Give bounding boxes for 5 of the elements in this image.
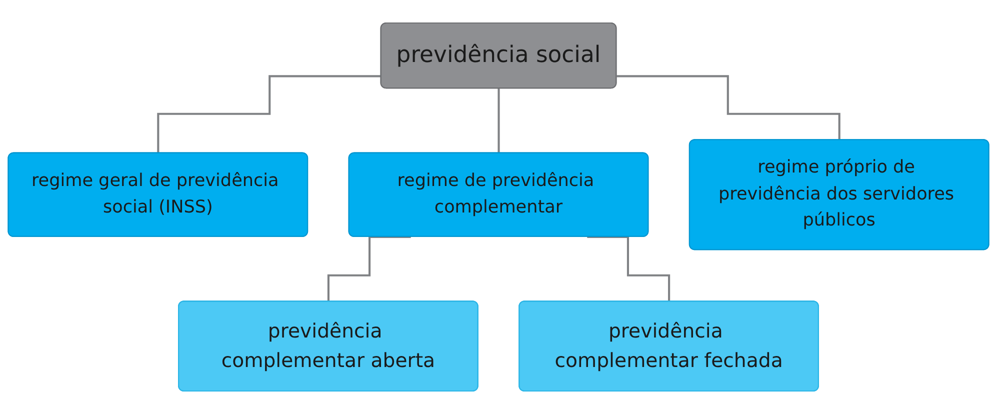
connector (616, 75, 841, 142)
connector (327, 236, 411, 303)
connector (587, 236, 670, 303)
connector (157, 75, 382, 154)
connector (498, 88, 500, 154)
